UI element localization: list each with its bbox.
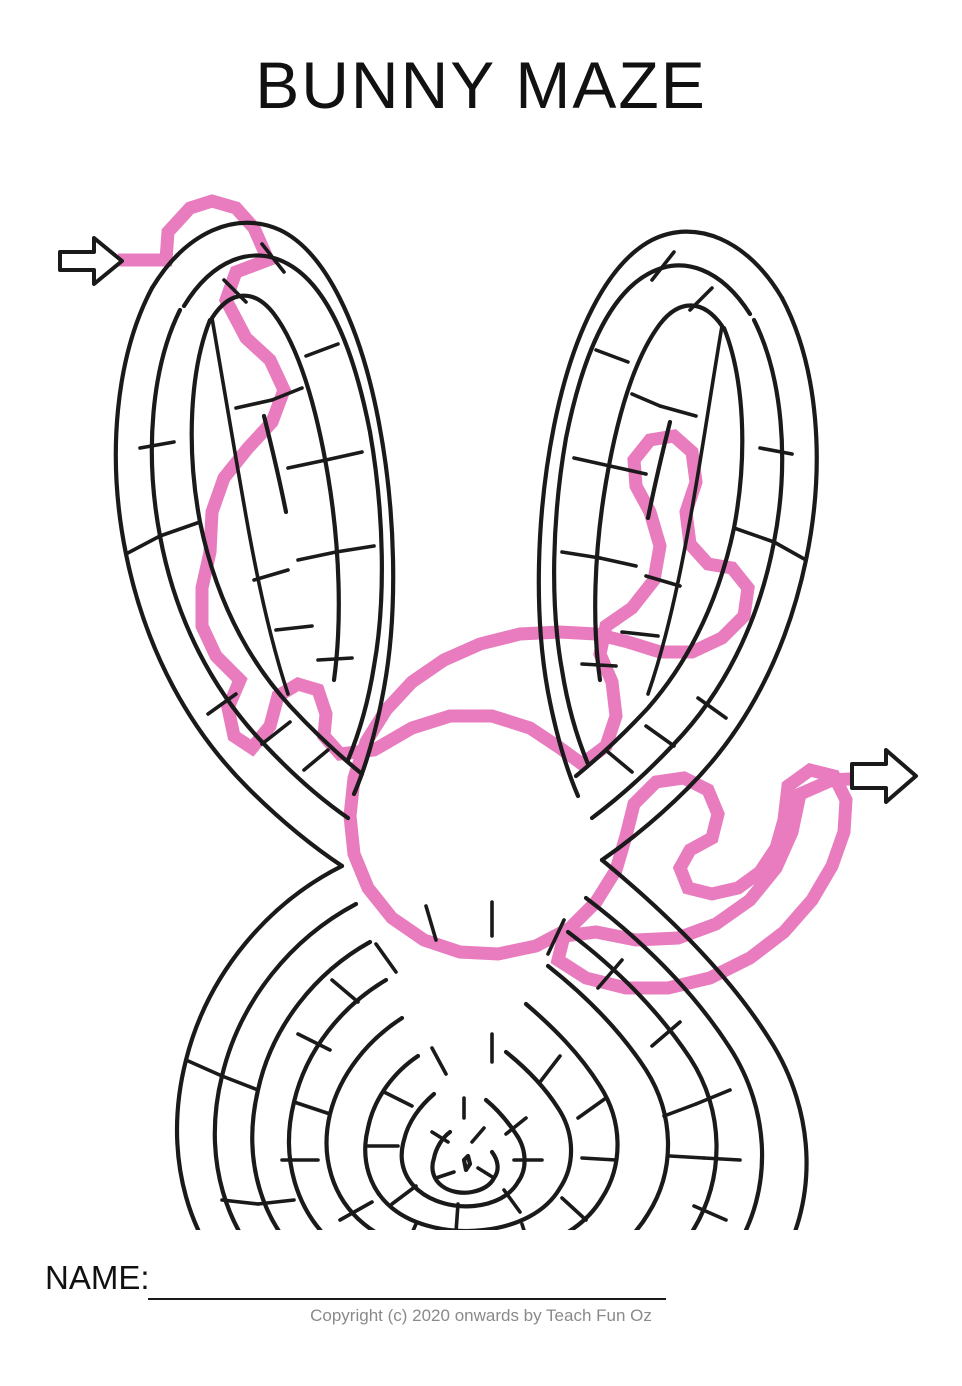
- right-ear-walls: [536, 229, 819, 863]
- maze-figure: [40, 160, 930, 1230]
- copyright-notice: Copyright (c) 2020 onwards by Teach Fun …: [310, 1306, 652, 1325]
- page-title: BUNNY MAZE: [255, 48, 707, 122]
- left-ear-walls: [113, 220, 396, 869]
- maze-svg: [58, 194, 918, 1230]
- start-arrow: [58, 236, 124, 286]
- name-label: NAME:: [45, 1259, 150, 1296]
- worksheet-footer: NAME: Copyright (c) 2020 onwards by Teac…: [0, 1258, 962, 1368]
- name-input-line[interactable]: [148, 1298, 666, 1300]
- solution-path: [118, 194, 893, 995]
- name-field-row: NAME:: [45, 1258, 685, 1306]
- finish-arrow: [850, 748, 918, 804]
- head-maze-walls: [174, 857, 809, 1230]
